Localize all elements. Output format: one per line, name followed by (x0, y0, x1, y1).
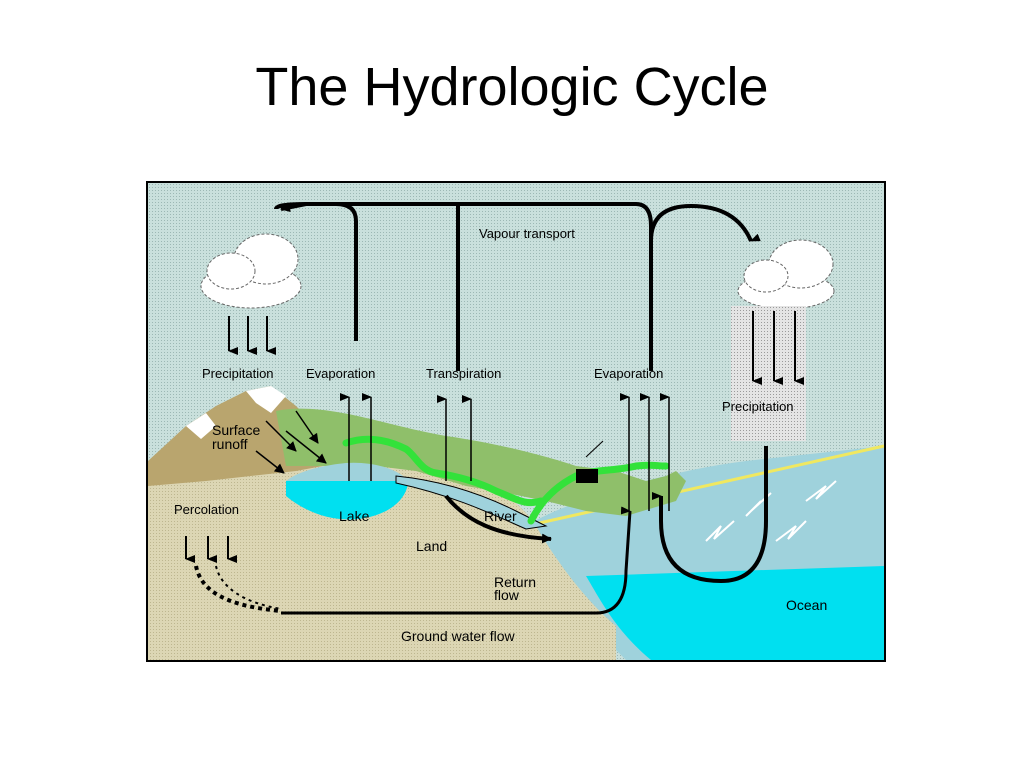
label-river: River (484, 508, 517, 524)
label-surface-runoff-1: Surface (212, 422, 260, 438)
label-land: Land (416, 538, 447, 554)
hydrologic-cycle-diagram: Vapour transport Precipitation Evaporati… (146, 181, 886, 662)
label-ground-water-flow: Ground water flow (401, 628, 515, 644)
house (576, 469, 598, 483)
label-precipitation-left: Precipitation (202, 366, 274, 381)
vegetation-band-land (342, 435, 545, 507)
label-percolation: Percolation (174, 502, 239, 517)
diagram-border (146, 181, 886, 662)
green-hills (276, 408, 686, 516)
label-surface-runoff-2: runoff (212, 436, 248, 452)
cloud-left (200, 233, 302, 309)
ground-water-flow-arrow (281, 506, 632, 615)
label-transpiration: Transpiration (426, 366, 501, 381)
label-return-flow-1: Return (494, 574, 536, 590)
slide-title: The Hydrologic Cycle (255, 57, 769, 117)
label-lake: Lake (339, 508, 370, 524)
rain-column-right (731, 306, 806, 441)
label-evaporation-land: Evaporation (306, 366, 375, 381)
ocean-deep-water (586, 566, 884, 660)
label-evaporation-ocean: Evaporation (594, 366, 663, 381)
label-return-flow-2: flow (494, 587, 520, 603)
river-water (395, 475, 548, 530)
label-ocean: Ocean (786, 597, 827, 613)
label-vapour-transport: Vapour transport (479, 226, 575, 241)
lake-water (286, 481, 408, 520)
label-precipitation-right: Precipitation (722, 399, 794, 414)
vegetation-band-shore (527, 461, 670, 525)
land-ground (148, 414, 616, 660)
river-flow-arrow (444, 494, 552, 544)
cloud-right (737, 239, 835, 310)
ocean-loop-arrow (652, 446, 768, 584)
